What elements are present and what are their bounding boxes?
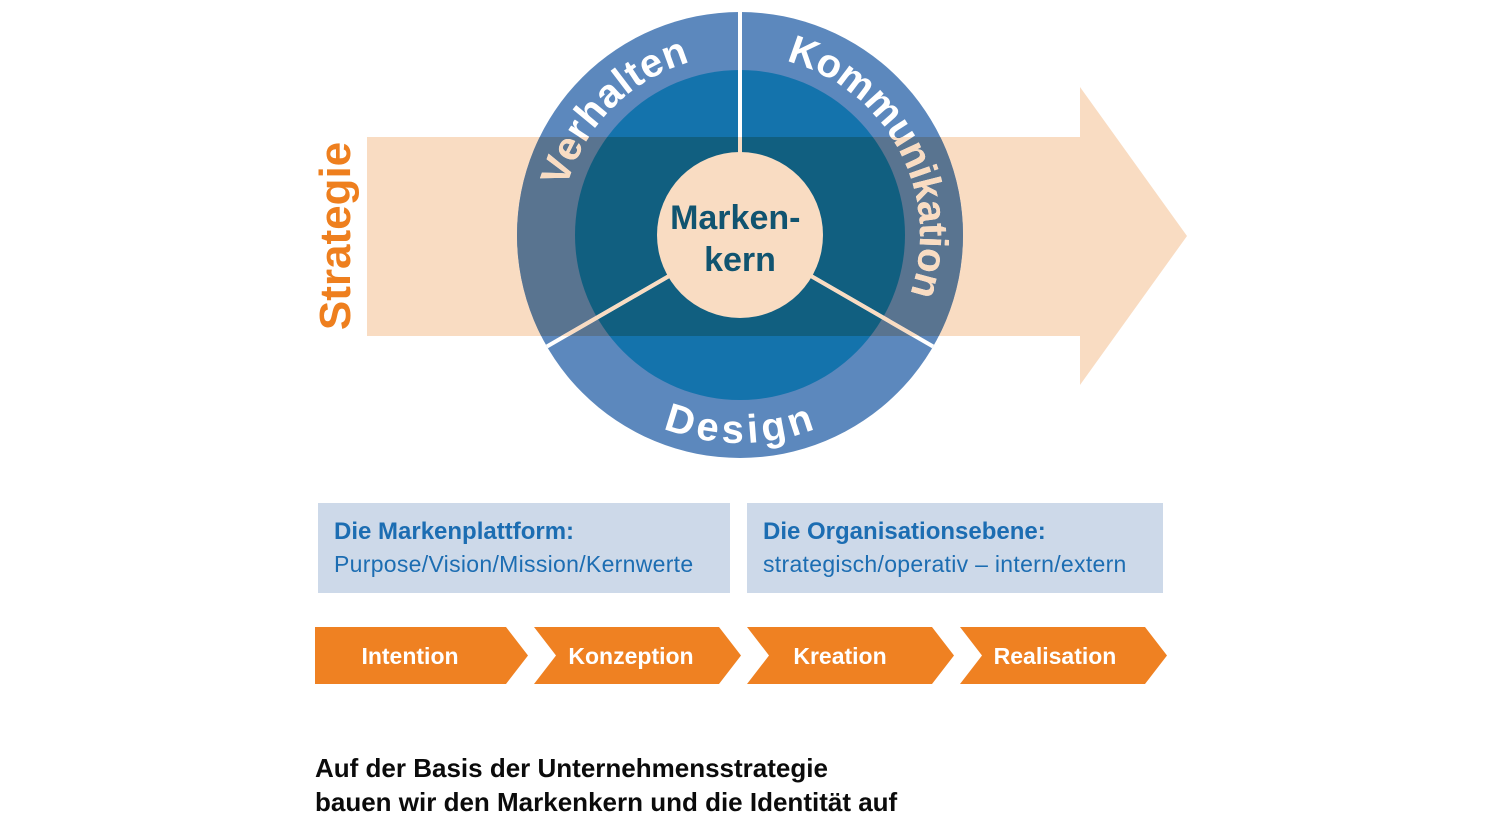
- organisationsebene-box-title: Die Organisationsebene:: [763, 518, 1046, 545]
- process-step-konzeption-shape: [534, 627, 741, 684]
- brand-core-label: Marken- kern: [670, 199, 810, 279]
- strategy-label: Strategie: [311, 142, 360, 330]
- brand-core-label-line1: Marken-: [670, 199, 800, 237]
- markenplattform-box-body: Purpose/Vision/Mission/Kernwerte: [334, 551, 694, 577]
- caption: Auf der Basis der Unternehmensstrategie …: [315, 751, 897, 819]
- caption-line1: Auf der Basis der Unternehmensstrategie: [315, 753, 828, 783]
- markenplattform-box: Die Markenplattform: Purpose/Vision/Miss…: [318, 503, 730, 593]
- process-step-kreation-shape: [747, 627, 954, 684]
- process-step-realisation-label: Realisation: [994, 643, 1117, 669]
- organisationsebene-box-body: strategisch/operativ – intern/extern: [763, 551, 1127, 577]
- brand-core-label-line2: kern: [704, 241, 776, 279]
- markenplattform-box-title: Die Markenplattform:: [334, 518, 575, 545]
- process-step-realisation-shape: [960, 627, 1167, 684]
- brand-core-circle: [657, 152, 823, 318]
- organisationsebene-box: Die Organisationsebene: strategisch/oper…: [747, 503, 1163, 593]
- process-step-intention-shape: [315, 627, 528, 684]
- caption-line2: bauen wir den Markenkern und die Identit…: [315, 787, 898, 817]
- process-step-kreation-label: Kreation: [793, 643, 886, 669]
- process-step-intention-label: Intention: [361, 643, 458, 669]
- strategy-circle-diagram: Verhalten Kommunikation Design Verhalten…: [311, 12, 1187, 458]
- process-steps-row: Intention Konzeption Kreation Realisatio…: [315, 627, 1167, 684]
- process-step-konzeption-label: Konzeption: [568, 643, 693, 669]
